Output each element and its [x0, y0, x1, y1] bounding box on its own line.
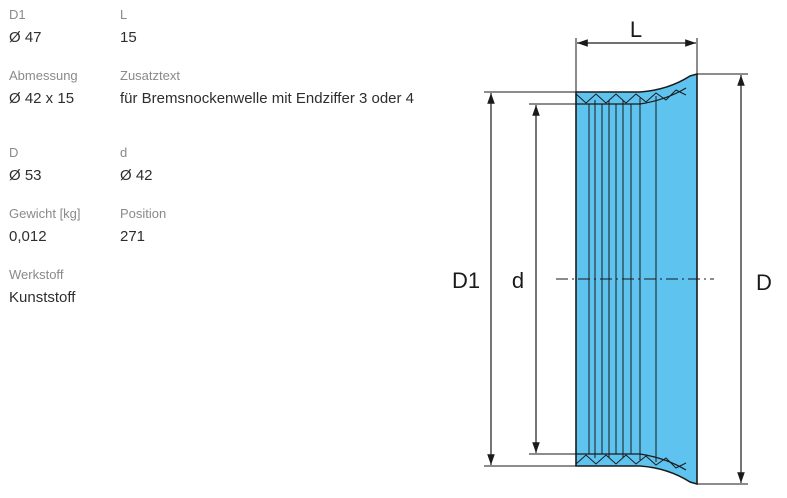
spec-gewicht-label: Gewicht [kg] — [9, 206, 81, 221]
bushing-part — [556, 72, 714, 486]
spec-position-value: 271 — [120, 228, 146, 245]
dimension-l-label: L — [630, 17, 642, 42]
spec-d-inner: d Ø 42 — [120, 145, 153, 185]
spec-l-value: 15 — [120, 29, 137, 46]
spec-d1: D1 Ø 47 — [9, 7, 42, 47]
spec-d-inner-value: Ø 42 — [120, 167, 153, 184]
spec-werkstoff-value: Kunststoff — [9, 289, 76, 306]
dimension-d-inner: d — [512, 103, 576, 455]
spec-gewicht: Gewicht [kg] 0,012 — [9, 206, 81, 246]
spec-d-outer-label: D — [9, 145, 19, 160]
spec-d1-value: Ø 47 — [9, 29, 42, 46]
spec-zusatztext: Zusatztext für Bremsnockenwelle mit Endz… — [120, 68, 414, 108]
spec-d-inner-label: d — [120, 145, 128, 160]
flange-zigzag-top — [575, 89, 687, 104]
flange-zigzag-bottom — [575, 454, 687, 469]
dimension-d-inner-label: d — [512, 268, 524, 293]
dimension-d1: D1 — [452, 91, 576, 467]
spec-gewicht-value: 0,012 — [9, 228, 47, 245]
spec-zusatztext-label: Zusatztext — [120, 68, 180, 83]
spec-d1-label: D1 — [9, 7, 26, 22]
spec-werkstoff: Werkstoff Kunststoff — [9, 267, 75, 307]
spec-position: Position 271 — [120, 206, 166, 246]
spec-zusatztext-value: für Bremsnockenwelle mit Endziffer 3 ode… — [120, 90, 415, 107]
spec-d-outer-value: Ø 53 — [9, 167, 42, 184]
spec-abmessung: Abmessung Ø 42 x 15 — [9, 68, 78, 108]
spec-l-label: L — [120, 7, 128, 22]
spec-l: L 15 — [120, 7, 137, 47]
dimension-d-outer-label: D — [756, 270, 772, 295]
dimension-d1-label: D1 — [452, 268, 480, 293]
spec-d-outer: D Ø 53 — [9, 145, 42, 185]
dimension-d-outer: D — [697, 73, 772, 485]
spec-werkstoff-label: Werkstoff — [9, 267, 64, 282]
spec-abmessung-value: Ø 42 x 15 — [9, 90, 75, 107]
spec-abmessung-label: Abmessung — [9, 68, 78, 83]
dimension-l: L — [575, 17, 698, 92]
spec-position-label: Position — [120, 206, 167, 221]
